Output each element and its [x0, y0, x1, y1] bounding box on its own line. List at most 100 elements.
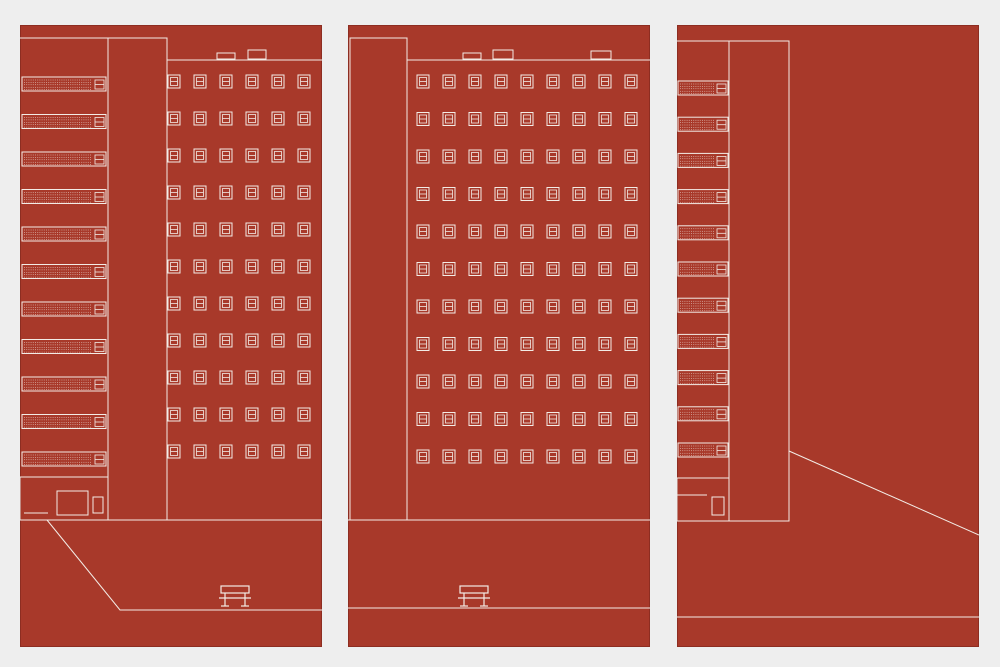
window: [598, 374, 612, 389]
window: [598, 337, 612, 351]
entrance: [20, 476, 109, 521]
balcony: [21, 339, 107, 354]
window: [271, 185, 285, 200]
window: [193, 111, 207, 126]
window: [468, 224, 482, 239]
balcony: [21, 151, 107, 167]
window: [245, 333, 259, 348]
panel-middle: [348, 25, 650, 647]
window: [520, 337, 534, 351]
window: [546, 74, 560, 89]
window: [297, 296, 311, 311]
panel-left-drawing: [20, 37, 322, 611]
window: [167, 407, 181, 422]
window: [546, 224, 560, 239]
window: [442, 262, 456, 276]
entrance-door: [92, 496, 104, 514]
window: [167, 444, 181, 459]
window: [167, 333, 181, 348]
window: [468, 449, 482, 464]
window: [572, 299, 586, 314]
window: [245, 407, 259, 422]
window: [546, 299, 560, 314]
window: [416, 112, 430, 126]
window: [598, 187, 612, 201]
window: [271, 259, 285, 274]
balcony: [677, 152, 729, 168]
window: [271, 148, 285, 163]
window: [193, 185, 207, 200]
rooftop-unit: [462, 52, 482, 60]
window: [546, 187, 560, 201]
window: [297, 407, 311, 422]
window: [494, 262, 508, 276]
window: [271, 370, 285, 385]
window: [416, 374, 430, 389]
window: [546, 449, 560, 464]
window: [520, 74, 534, 89]
window: [494, 374, 508, 389]
window: [219, 370, 233, 385]
window: [598, 449, 612, 464]
window: [468, 299, 482, 314]
window: [245, 185, 259, 200]
window: [598, 224, 612, 239]
window: [193, 407, 207, 422]
panel-right: [677, 25, 979, 647]
window: [219, 259, 233, 274]
window: [624, 224, 638, 239]
window: [572, 412, 586, 426]
window: [598, 262, 612, 276]
window: [271, 407, 285, 422]
window: [271, 333, 285, 348]
window: [297, 259, 311, 274]
window: [245, 74, 259, 89]
window: [572, 337, 586, 351]
window: [442, 149, 456, 164]
window: [416, 149, 430, 164]
window: [219, 148, 233, 163]
window: [494, 224, 508, 239]
window: [572, 149, 586, 164]
entrance-door: [711, 496, 725, 516]
window: [245, 222, 259, 237]
window: [494, 187, 508, 201]
window: [468, 412, 482, 426]
window: [219, 296, 233, 311]
window: [167, 74, 181, 89]
window: [520, 449, 534, 464]
window: [193, 259, 207, 274]
window: [546, 262, 560, 276]
window: [624, 299, 638, 314]
rooftop-unit: [216, 52, 236, 60]
window: [468, 374, 482, 389]
window: [167, 370, 181, 385]
window: [442, 337, 456, 351]
window: [624, 449, 638, 464]
window: [624, 74, 638, 89]
window: [572, 187, 586, 201]
stair-tower: [107, 37, 168, 521]
window: [167, 185, 181, 200]
window: [572, 112, 586, 126]
rooftop-unit: [492, 49, 514, 60]
window: [219, 74, 233, 89]
balcony: [677, 406, 729, 422]
window: [520, 299, 534, 314]
window: [219, 222, 233, 237]
window: [624, 262, 638, 276]
window: [297, 444, 311, 459]
balcony: [677, 370, 729, 386]
window: [442, 224, 456, 239]
window: [624, 337, 638, 351]
window: [297, 185, 311, 200]
path-line: [46, 519, 322, 611]
window: [520, 187, 534, 201]
window: [468, 187, 482, 201]
window: [494, 449, 508, 464]
window: [245, 296, 259, 311]
balcony: [21, 189, 107, 204]
balcony: [677, 80, 729, 96]
window: [572, 262, 586, 276]
